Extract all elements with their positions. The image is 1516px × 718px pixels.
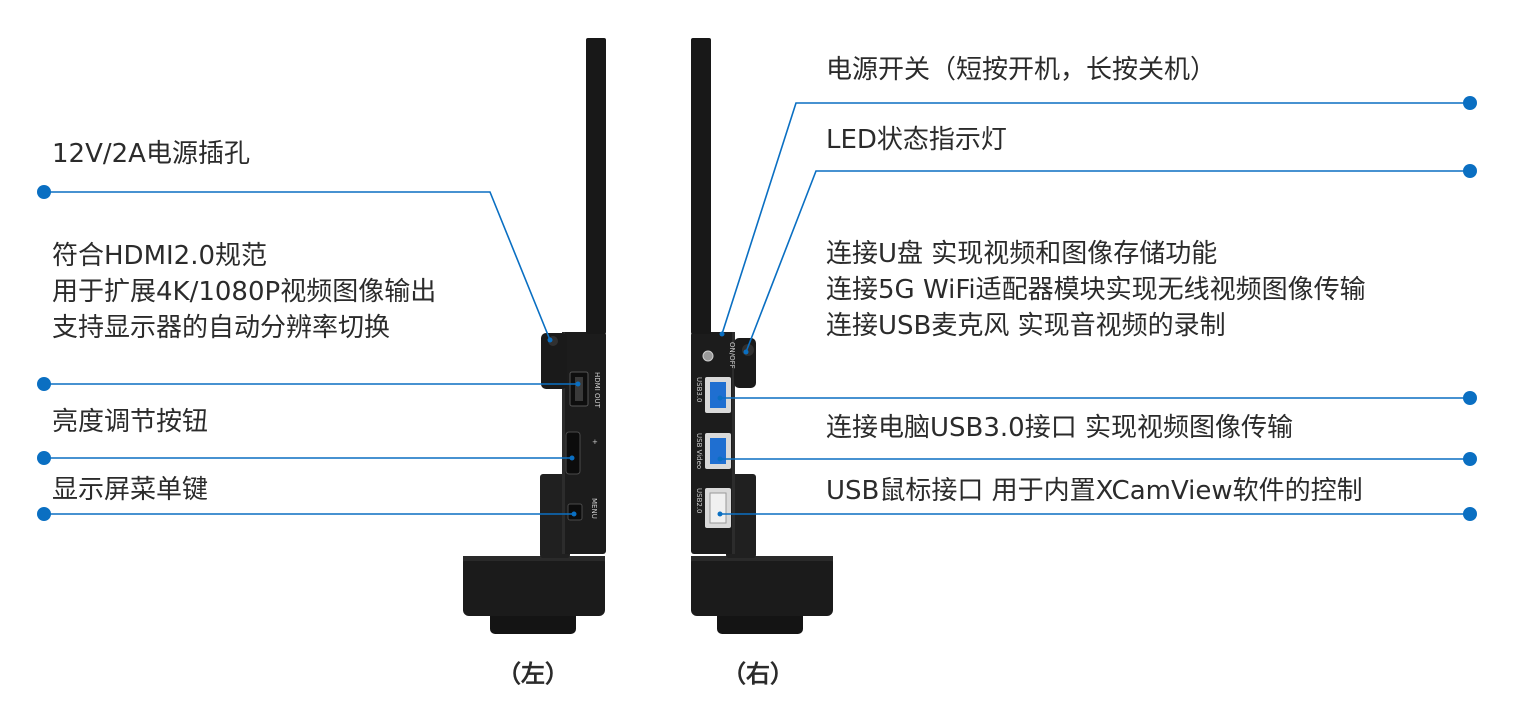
- callout-line: 亮度调节按钮: [52, 407, 209, 437]
- callout-line: 连接电脑USB3.0接口 实现视频图像传输: [826, 413, 1293, 443]
- callout-power-switch: 电源开关（短按开机，长按关机）: [826, 52, 1216, 88]
- callout-line: 12V/2A电源插孔: [52, 139, 250, 169]
- leader-brightness-dot: [37, 451, 51, 465]
- callout-line: 连接U盘 实现视频和图像存储功能: [826, 239, 1218, 269]
- leader-usb-storage-end: [717, 395, 723, 401]
- callout-line: 显示屏菜单键: [52, 475, 209, 505]
- leader-power-switch: [721, 102, 1470, 335]
- callout-hdmi: 符合HDMI2.0规范 用于扩展4K/1080P视频图像输出 支持显示器的自动分…: [52, 238, 436, 346]
- leader-led-dot: [1463, 164, 1477, 178]
- leader-hdmi-dot: [37, 377, 51, 391]
- leader-power-switch-end: [719, 331, 725, 337]
- leader-hdmi-end: [575, 381, 581, 387]
- right-power-label: ON/OFF: [728, 342, 736, 369]
- callout-leaders: [37, 96, 1477, 521]
- right-view-caption: （右）: [722, 660, 794, 688]
- leader-usb-video-end: [717, 456, 723, 462]
- leader-led-end: [743, 349, 749, 355]
- callout-led: LED状态指示灯: [826, 122, 1007, 158]
- callout-line: USB鼠标接口 用于内置XCamView软件的控制: [826, 476, 1363, 506]
- left-view-caption: （左）: [497, 660, 569, 688]
- callout-line: 电源开关（短按开机，长按关机）: [826, 55, 1217, 85]
- leader-power-switch-dot: [1463, 96, 1477, 110]
- right-led-indicator: [702, 350, 714, 362]
- callout-brightness: 亮度调节按钮: [52, 404, 208, 440]
- callout-power-jack: 12V/2A电源插孔: [52, 136, 250, 172]
- callout-line: 连接5G WiFi适配器模块实现无线视频图像传输: [826, 275, 1366, 305]
- right-base: [691, 556, 833, 616]
- left-menu-label: MENU: [590, 498, 598, 519]
- plus-icon: +: [592, 438, 598, 446]
- leader-usb-mouse-dot: [1463, 507, 1477, 521]
- right-device: ON/OFF USB3.0 USB Video USB2.0: [691, 38, 833, 634]
- left-hdmi-port-label: HDMI OUT: [593, 372, 601, 409]
- left-screen-edge: [586, 38, 606, 334]
- leader-led: [745, 170, 1470, 353]
- left-brightness-rocker: [565, 431, 581, 475]
- left-power-jack: [541, 333, 567, 389]
- leader-menu-dot: [37, 507, 51, 521]
- leader-usb-mouse-end: [717, 511, 723, 517]
- callout-line: 符合HDMI2.0规范: [52, 241, 268, 271]
- leader-usb-video-dot: [1463, 452, 1477, 466]
- callout-usb-mouse: USB鼠标接口 用于内置XCamView软件的控制: [826, 473, 1363, 509]
- leader-power-jack-end: [547, 337, 553, 343]
- callout-usb-storage: 连接U盘 实现视频和图像存储功能 连接5G WiFi适配器模块实现无线视频图像传…: [826, 236, 1366, 344]
- leader-brightness-end: [569, 455, 575, 461]
- leader-menu-end: [571, 511, 577, 517]
- callout-line: 连接USB麦克风 实现音视频的录制: [826, 311, 1226, 341]
- right-usb3-label: USB2.0: [695, 488, 703, 514]
- left-base: [463, 556, 605, 616]
- callout-usb-video: 连接电脑USB3.0接口 实现视频图像传输: [826, 410, 1293, 446]
- callout-line: 支持显示器的自动分辨率切换: [52, 313, 391, 343]
- callout-line: LED状态指示灯: [826, 125, 1007, 155]
- right-usb1-label: USB3.0: [695, 377, 703, 403]
- callout-line: 用于扩展4K/1080P视频图像输出: [52, 277, 437, 307]
- leader-power-jack-dot: [37, 185, 51, 199]
- left-device: HDMI OUT + MENU: [463, 38, 606, 634]
- leader-power-jack: [44, 191, 551, 341]
- right-screen-edge: [691, 38, 711, 334]
- callout-menu: 显示屏菜单键: [52, 472, 208, 508]
- right-usb2-label: USB Video: [695, 433, 703, 469]
- leader-usb-storage-dot: [1463, 391, 1477, 405]
